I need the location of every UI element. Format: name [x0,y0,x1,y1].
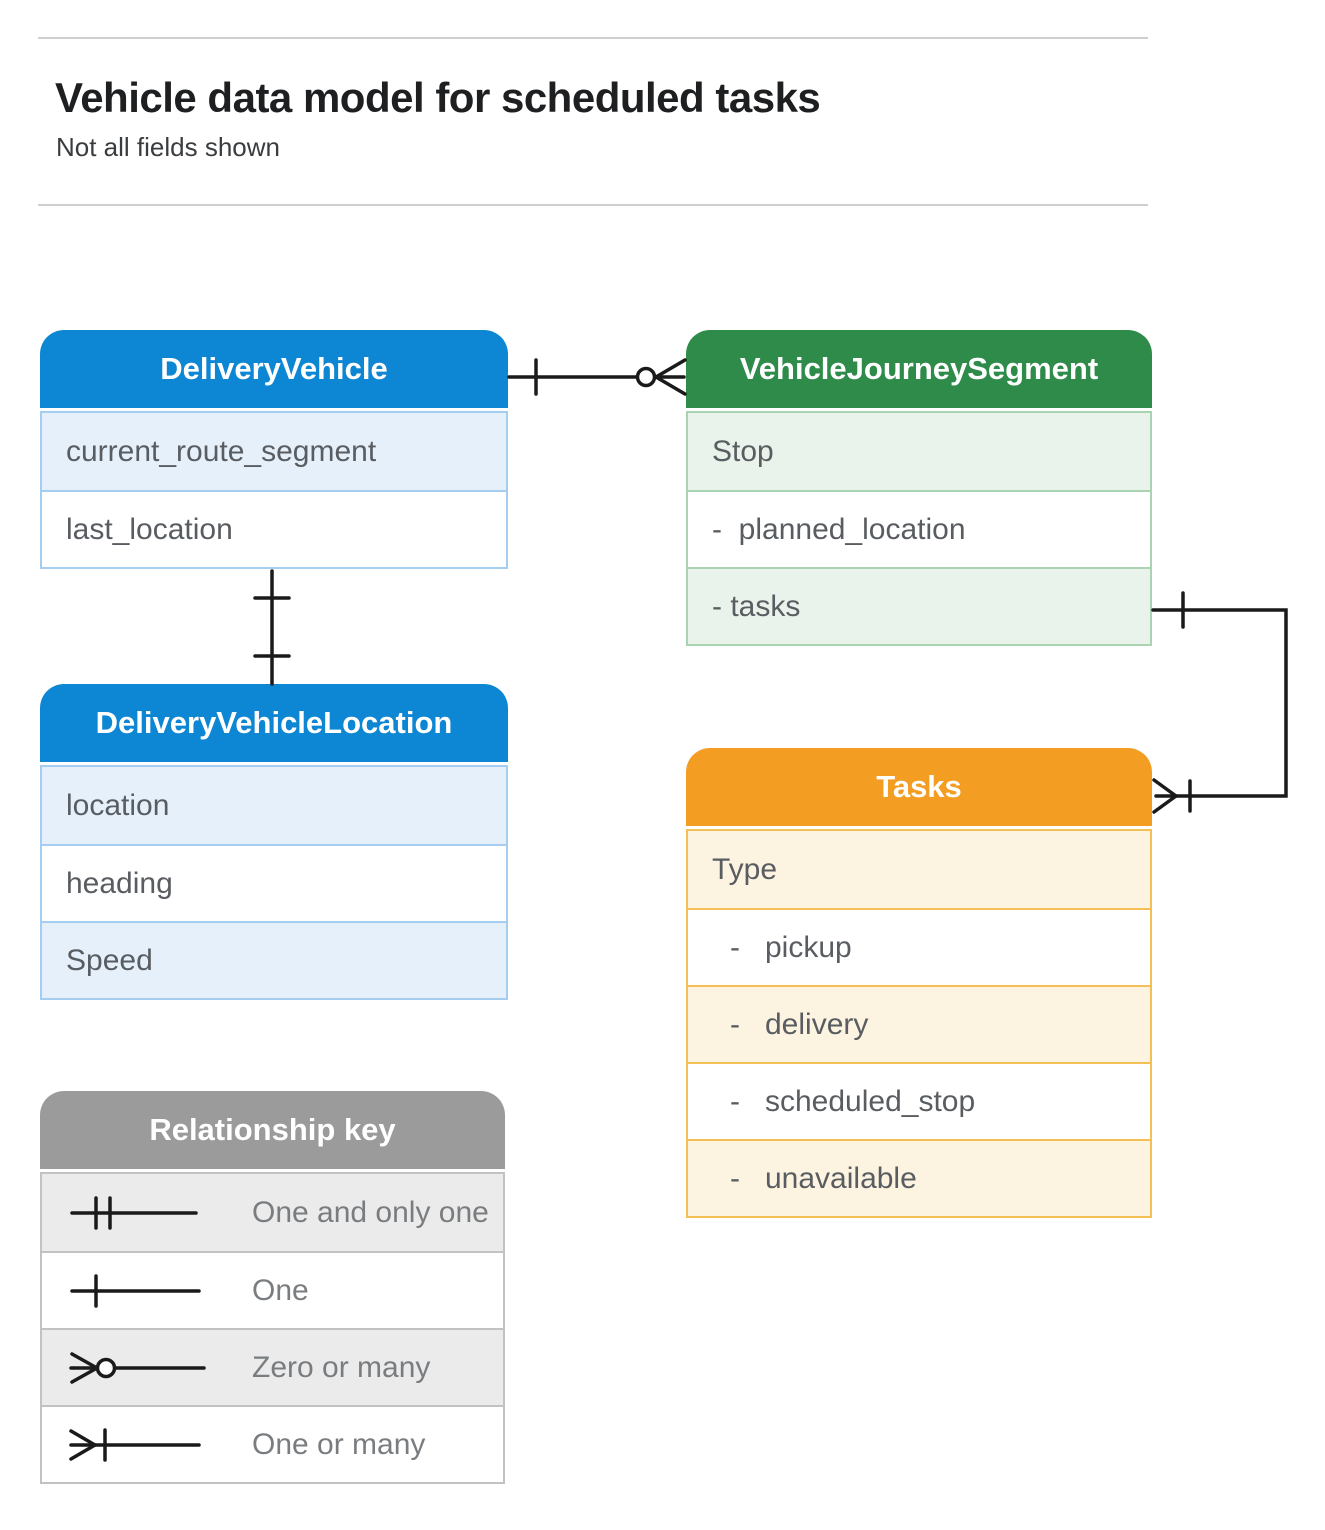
field-tasks: - tasks [688,567,1150,644]
zero-or-many-icon [69,1351,206,1384]
relationship-key: Relationship key One and only one One [40,1091,505,1484]
one-icon [70,1273,201,1308]
entity-header-delivery-vehicle-location: DeliveryVehicleLocation [40,684,508,762]
entity-header-delivery-vehicle: DeliveryVehicle [40,330,508,408]
relationship-key-header: Relationship key [40,1091,505,1169]
field-type: Type [688,831,1150,908]
entity-header-tasks: Tasks [686,748,1152,826]
connector-vehiclejourneysegment-tasks [1151,591,1288,814]
field-last-location: last_location [42,490,506,567]
field-stop: Stop [688,413,1150,490]
one-and-only-one-icon [70,1195,198,1230]
legend-label: Zero or many [252,1350,431,1384]
field-unavailable: - unavailable [688,1139,1150,1216]
field-current-route-segment: current_route_segment [42,413,506,490]
entity-vehicle-journey-segment: VehicleJourneySegment Stop - planned_loc… [686,330,1152,646]
subtitle-divider [38,204,1148,206]
entity-body: Type - pickup - delivery - scheduled_sto… [686,829,1152,1218]
page-subtitle: Not all fields shown [56,132,280,162]
entity-body: current_route_segment last_location [40,411,508,569]
connector-deliveryvehicle-vehiclejourneysegment [507,358,687,396]
entity-header-vehicle-journey-segment: VehicleJourneySegment [686,330,1152,408]
legend-row-one-and-only-one: One and only one [42,1174,503,1251]
field-scheduled-stop: - scheduled_stop [688,1062,1150,1139]
legend-label: One [252,1273,309,1307]
field-planned-location: - planned_location [688,490,1150,567]
legend-row-one: One [42,1251,503,1328]
top-divider [38,37,1148,39]
field-speed: Speed [42,921,506,998]
legend-body: One and only one One Zero or many [40,1172,505,1484]
connector-deliveryvehicle-deliveryvehiclelocation [253,569,291,686]
field-delivery: - delivery [688,985,1150,1062]
legend-row-one-or-many: One or many [42,1405,503,1482]
entity-body: location heading Speed [40,765,508,1000]
page-title: Vehicle data model for scheduled tasks [55,74,821,121]
entity-body: Stop - planned_location - tasks [686,411,1152,646]
field-pickup: - pickup [688,908,1150,985]
field-heading: heading [42,844,506,921]
entity-delivery-vehicle: DeliveryVehicle current_route_segment la… [40,330,508,569]
legend-label: One or many [252,1427,426,1461]
legend-row-zero-or-many: Zero or many [42,1328,503,1405]
one-or-many-icon [69,1427,201,1462]
entity-tasks: Tasks Type - pickup - delivery - schedul… [686,748,1152,1218]
field-location: location [42,767,506,844]
legend-label: One and only one [252,1195,489,1229]
entity-delivery-vehicle-location: DeliveryVehicleLocation location heading… [40,684,508,1000]
